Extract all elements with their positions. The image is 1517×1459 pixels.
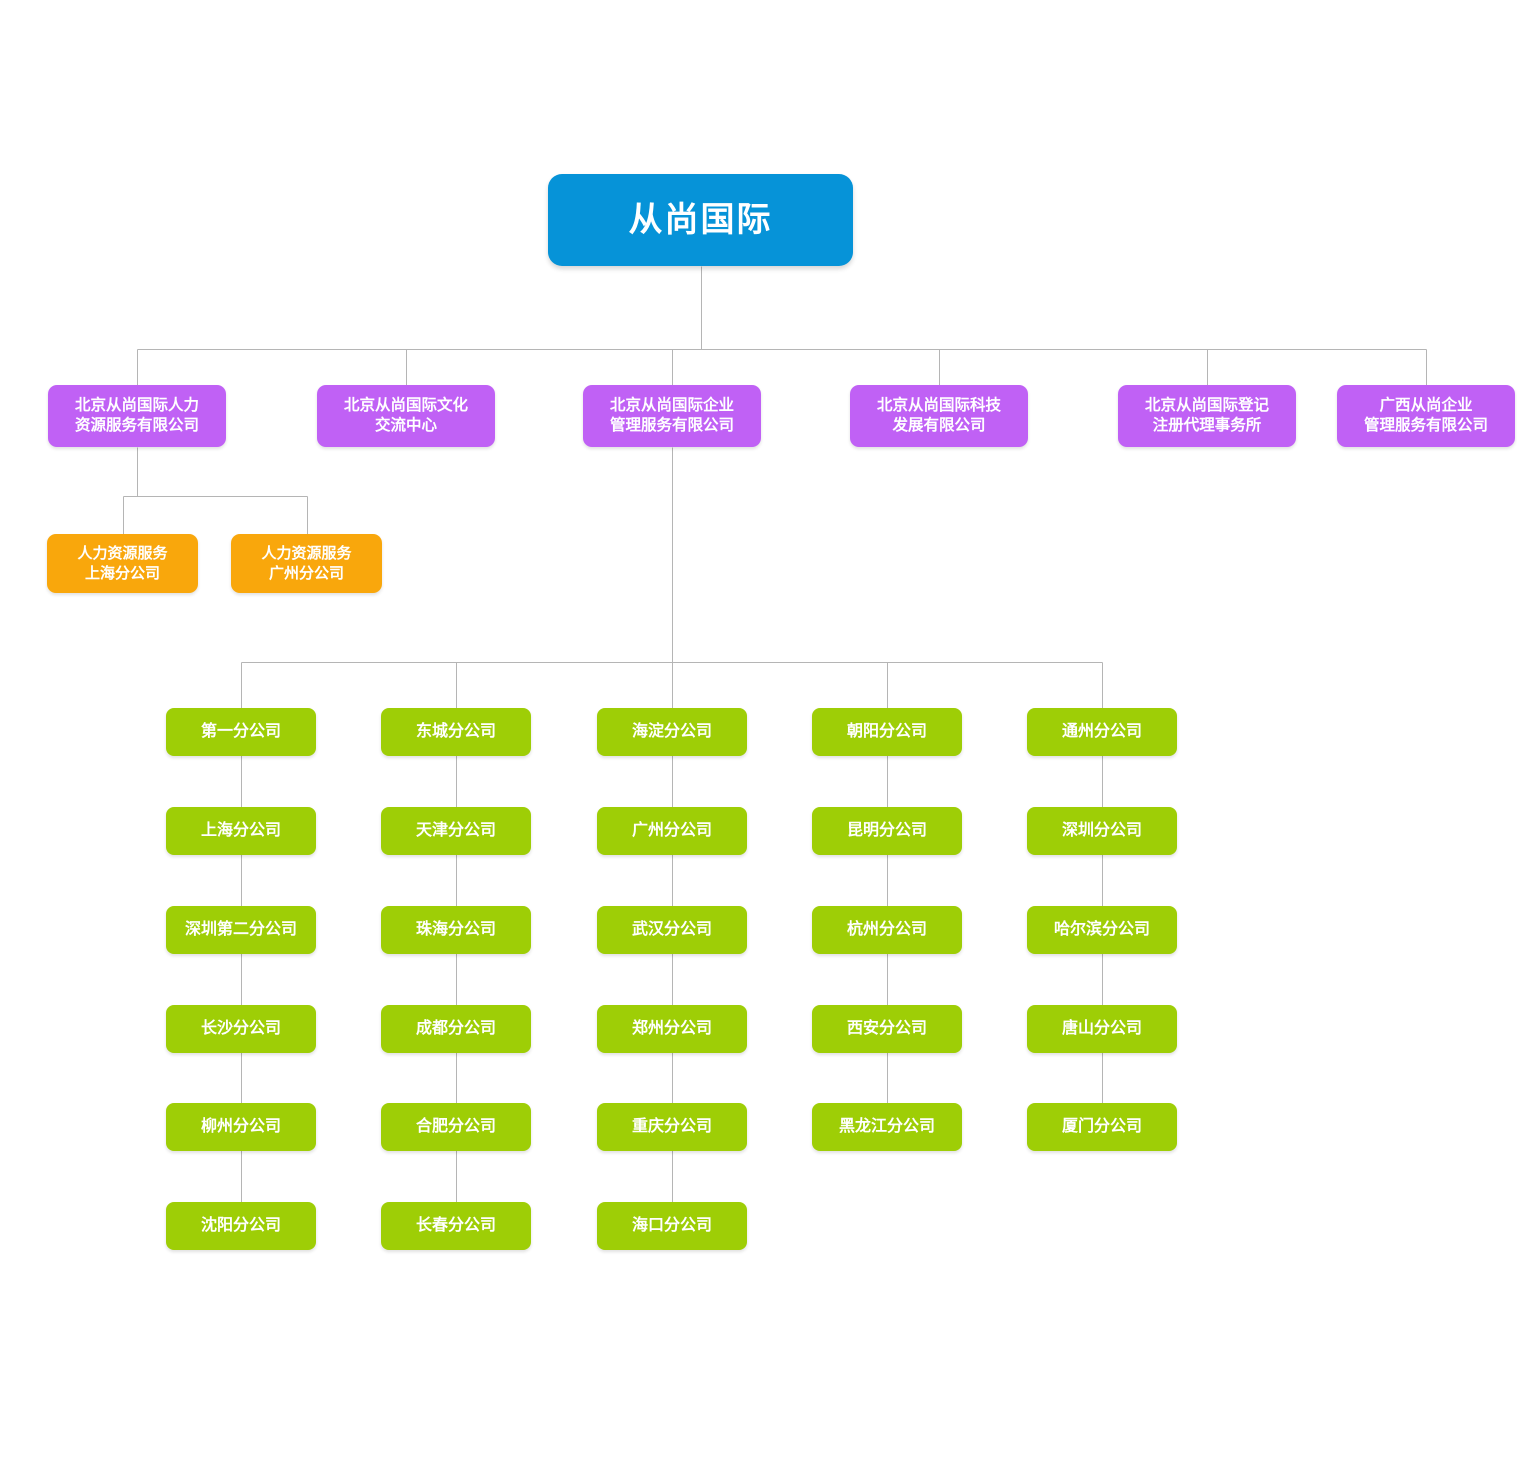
node-label: 珠海分公司 [415,921,496,939]
node-label: 从尚国际 [628,200,773,239]
division-node-4[interactable]: 北京从尚国际科技 发展有限公司 [850,385,1028,447]
node-label: 北京从尚国际文化 交流中心 [343,396,468,434]
branch-node-c2-r4[interactable]: 成都分公司 [381,1005,531,1053]
node-label: 黑龙江分公司 [838,1118,935,1136]
node-label: 深圳第二分公司 [184,921,297,939]
branch-node-c1-r6[interactable]: 沈阳分公司 [166,1202,316,1250]
node-label: 第一分公司 [200,723,281,741]
node-label: 天津分公司 [415,822,496,840]
branch-node-c3-r6[interactable]: 海口分公司 [597,1202,747,1250]
branch-node-c2-r5[interactable]: 合肥分公司 [381,1103,531,1151]
root-node-congshang-international[interactable]: 从尚国际 [548,174,853,266]
node-label: 哈尔滨分公司 [1053,921,1150,939]
node-label: 上海分公司 [200,822,281,840]
branch-node-c4-r3[interactable]: 杭州分公司 [812,906,962,954]
node-label: 北京从尚国际企业 管理服务有限公司 [609,396,734,434]
node-label: 唐山分公司 [1061,1020,1142,1038]
branch-node-c2-r2[interactable]: 天津分公司 [381,807,531,855]
node-label: 海口分公司 [631,1217,712,1235]
branch-node-c4-r5[interactable]: 黑龙江分公司 [812,1103,962,1151]
node-label: 郑州分公司 [631,1020,712,1038]
node-label: 西安分公司 [846,1020,927,1038]
branch-node-c4-r1[interactable]: 朝阳分公司 [812,708,962,756]
node-label: 柳州分公司 [200,1118,281,1136]
branch-node-c3-r4[interactable]: 郑州分公司 [597,1005,747,1053]
node-label: 昆明分公司 [846,822,927,840]
node-label: 北京从尚国际登记 注册代理事务所 [1144,396,1269,434]
node-label: 广西从尚企业 管理服务有限公司 [1363,396,1488,434]
hr-subsidiary-node-1[interactable]: 人力资源服务 上海分公司 [47,534,198,593]
node-label: 海淀分公司 [631,723,712,741]
node-label: 人力资源服务 上海分公司 [77,544,168,582]
node-label: 深圳分公司 [1061,822,1142,840]
branch-node-c3-r5[interactable]: 重庆分公司 [597,1103,747,1151]
node-label: 武汉分公司 [631,921,712,939]
division-node-6[interactable]: 广西从尚企业 管理服务有限公司 [1337,385,1515,447]
node-label: 东城分公司 [415,723,496,741]
branch-node-c5-r2[interactable]: 深圳分公司 [1027,807,1177,855]
branch-node-c2-r3[interactable]: 珠海分公司 [381,906,531,954]
node-label: 沈阳分公司 [200,1217,281,1235]
node-label: 广州分公司 [631,822,712,840]
branch-node-c2-r1[interactable]: 东城分公司 [381,708,531,756]
node-label: 朝阳分公司 [846,723,927,741]
branch-node-c4-r2[interactable]: 昆明分公司 [812,807,962,855]
node-label: 北京从尚国际科技 发展有限公司 [876,396,1001,434]
node-label: 杭州分公司 [846,921,927,939]
node-label: 合肥分公司 [415,1118,496,1136]
branch-node-c4-r4[interactable]: 西安分公司 [812,1005,962,1053]
node-label: 厦门分公司 [1061,1118,1142,1136]
division-node-1[interactable]: 北京从尚国际人力 资源服务有限公司 [48,385,226,447]
node-label: 重庆分公司 [631,1118,712,1136]
branch-node-c5-r5[interactable]: 厦门分公司 [1027,1103,1177,1151]
node-label: 成都分公司 [415,1020,496,1038]
branch-node-c1-r5[interactable]: 柳州分公司 [166,1103,316,1151]
branch-node-c5-r4[interactable]: 唐山分公司 [1027,1005,1177,1053]
branch-node-c3-r3[interactable]: 武汉分公司 [597,906,747,954]
division-node-2[interactable]: 北京从尚国际文化 交流中心 [317,385,495,447]
branch-node-c5-r3[interactable]: 哈尔滨分公司 [1027,906,1177,954]
hr-subsidiary-node-2[interactable]: 人力资源服务 广州分公司 [231,534,382,593]
node-label: 长沙分公司 [200,1020,281,1038]
branch-node-c1-r1[interactable]: 第一分公司 [166,708,316,756]
branch-node-c1-r3[interactable]: 深圳第二分公司 [166,906,316,954]
branch-node-c3-r2[interactable]: 广州分公司 [597,807,747,855]
branch-node-c5-r1[interactable]: 通州分公司 [1027,708,1177,756]
branch-node-c1-r2[interactable]: 上海分公司 [166,807,316,855]
node-label: 北京从尚国际人力 资源服务有限公司 [74,396,199,434]
branch-node-c3-r1[interactable]: 海淀分公司 [597,708,747,756]
branch-node-c2-r6[interactable]: 长春分公司 [381,1202,531,1250]
branch-node-c1-r4[interactable]: 长沙分公司 [166,1005,316,1053]
node-label: 长春分公司 [415,1217,496,1235]
division-node-5[interactable]: 北京从尚国际登记 注册代理事务所 [1118,385,1296,447]
division-node-3[interactable]: 北京从尚国际企业 管理服务有限公司 [583,385,761,447]
node-label: 通州分公司 [1061,723,1142,741]
node-label: 人力资源服务 广州分公司 [261,544,352,582]
